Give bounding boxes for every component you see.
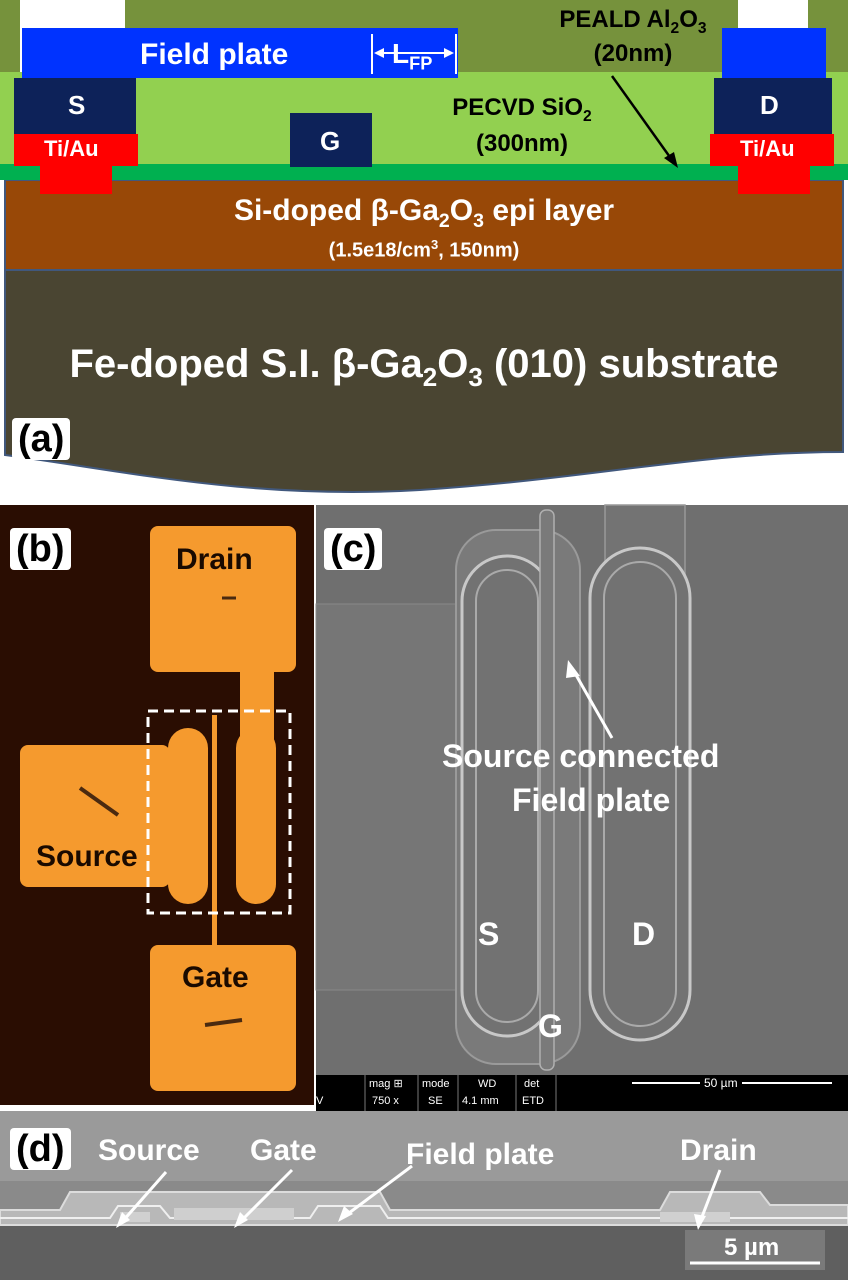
gate-pad-label: Gate — [182, 961, 249, 994]
gate-electrode — [290, 113, 372, 167]
source-pad-label: Source — [36, 840, 138, 873]
sem-d-scale-label: 5 µm — [724, 1234, 780, 1261]
pecvd-label: PECVD SiO2 (300nm) — [452, 94, 592, 158]
field-plate-label: Field plate — [140, 38, 289, 71]
sem-mode-header: mode — [422, 1078, 450, 1090]
sem-drain-lead — [604, 504, 686, 606]
peald-left-edge — [0, 0, 20, 72]
sem-d-field-plate-label: Field plate — [406, 1138, 555, 1171]
sem-left-value: V — [316, 1095, 324, 1107]
panel-b-tag: (b) — [10, 528, 71, 570]
tiau-left-foot — [40, 164, 112, 194]
sem-gate-label: G — [538, 1008, 563, 1044]
tiau-left-label: Ti/Au — [44, 136, 99, 161]
sem-fp-arrow — [344, 1164, 413, 1218]
sem-mode-value: SE — [428, 1095, 443, 1107]
tiau-right — [710, 134, 834, 166]
drain-pad-label: Drain — [176, 543, 253, 576]
gate-electrode-label: G — [320, 126, 341, 156]
sem-drain-label: D — [632, 916, 656, 952]
drain-electrode — [714, 78, 832, 134]
tiau-left — [14, 134, 138, 166]
sem-d-drain-label: Drain — [680, 1134, 757, 1167]
epi-label: Si-doped β-Ga2O3 epi layer — [233, 194, 615, 232]
tiau-right-foot — [738, 164, 810, 194]
panel-a-cross-section — [0, 0, 848, 493]
sem-wd-header: WD — [478, 1078, 497, 1090]
sem-scale-label: 50 µm — [700, 1077, 742, 1089]
sem-det-header: det — [524, 1078, 540, 1090]
sem-d-gate-label: Gate — [250, 1134, 317, 1167]
fp-annotation-line1: Source connected — [442, 738, 720, 774]
peald-pointer-arrow — [610, 75, 674, 161]
source-finger — [168, 728, 208, 904]
tiau-right-label: Ti/Au — [740, 136, 795, 161]
sem-wd-value: 4.1 mm — [462, 1095, 499, 1107]
panel-a-tag: (a) — [12, 418, 71, 460]
sem-det-value: ETD — [522, 1095, 544, 1107]
sem-source-lead — [315, 603, 463, 991]
zoom-region-box — [146, 709, 292, 915]
sem-mag-value: 750 x — [372, 1095, 399, 1107]
source-electrode-label: S — [68, 90, 86, 120]
panel-c-tag: (c) — [324, 528, 383, 570]
field-plate-pointer-arrow — [570, 667, 614, 739]
source-electrode — [14, 78, 136, 134]
drain-electrode-label: D — [760, 90, 779, 120]
sem-source-arrow — [120, 1171, 168, 1223]
sem-mag-header: mag ⊞ — [369, 1078, 403, 1090]
sem-drain-arrow — [698, 1169, 722, 1223]
epi-doping-label: (1.5e18/cm3, 150nm) — [328, 237, 520, 262]
panel-d-tag: (d) — [10, 1128, 71, 1170]
drain-lead — [240, 660, 274, 750]
peald-label: PEALD Al2O3 (20nm) — [559, 6, 707, 68]
sem-gate-arrow — [238, 1168, 294, 1224]
sem-d-source-label: Source — [98, 1134, 200, 1167]
drain-top-cap — [722, 28, 826, 80]
thin-green-layer — [0, 164, 848, 180]
substrate-label: Fe-doped S.I. β-Ga2O3 (010) substrate — [69, 342, 779, 392]
fp-annotation-line2: Field plate — [512, 782, 671, 818]
sem-layer-stack — [0, 1191, 848, 1226]
gate-line — [212, 715, 217, 950]
substrate-layer — [4, 269, 844, 493]
sem-source-label: S — [478, 916, 500, 952]
sio2-layer — [0, 72, 848, 164]
epi-layer — [4, 179, 844, 271]
drain-finger — [236, 728, 276, 904]
lfp-label: LFP — [392, 38, 433, 74]
